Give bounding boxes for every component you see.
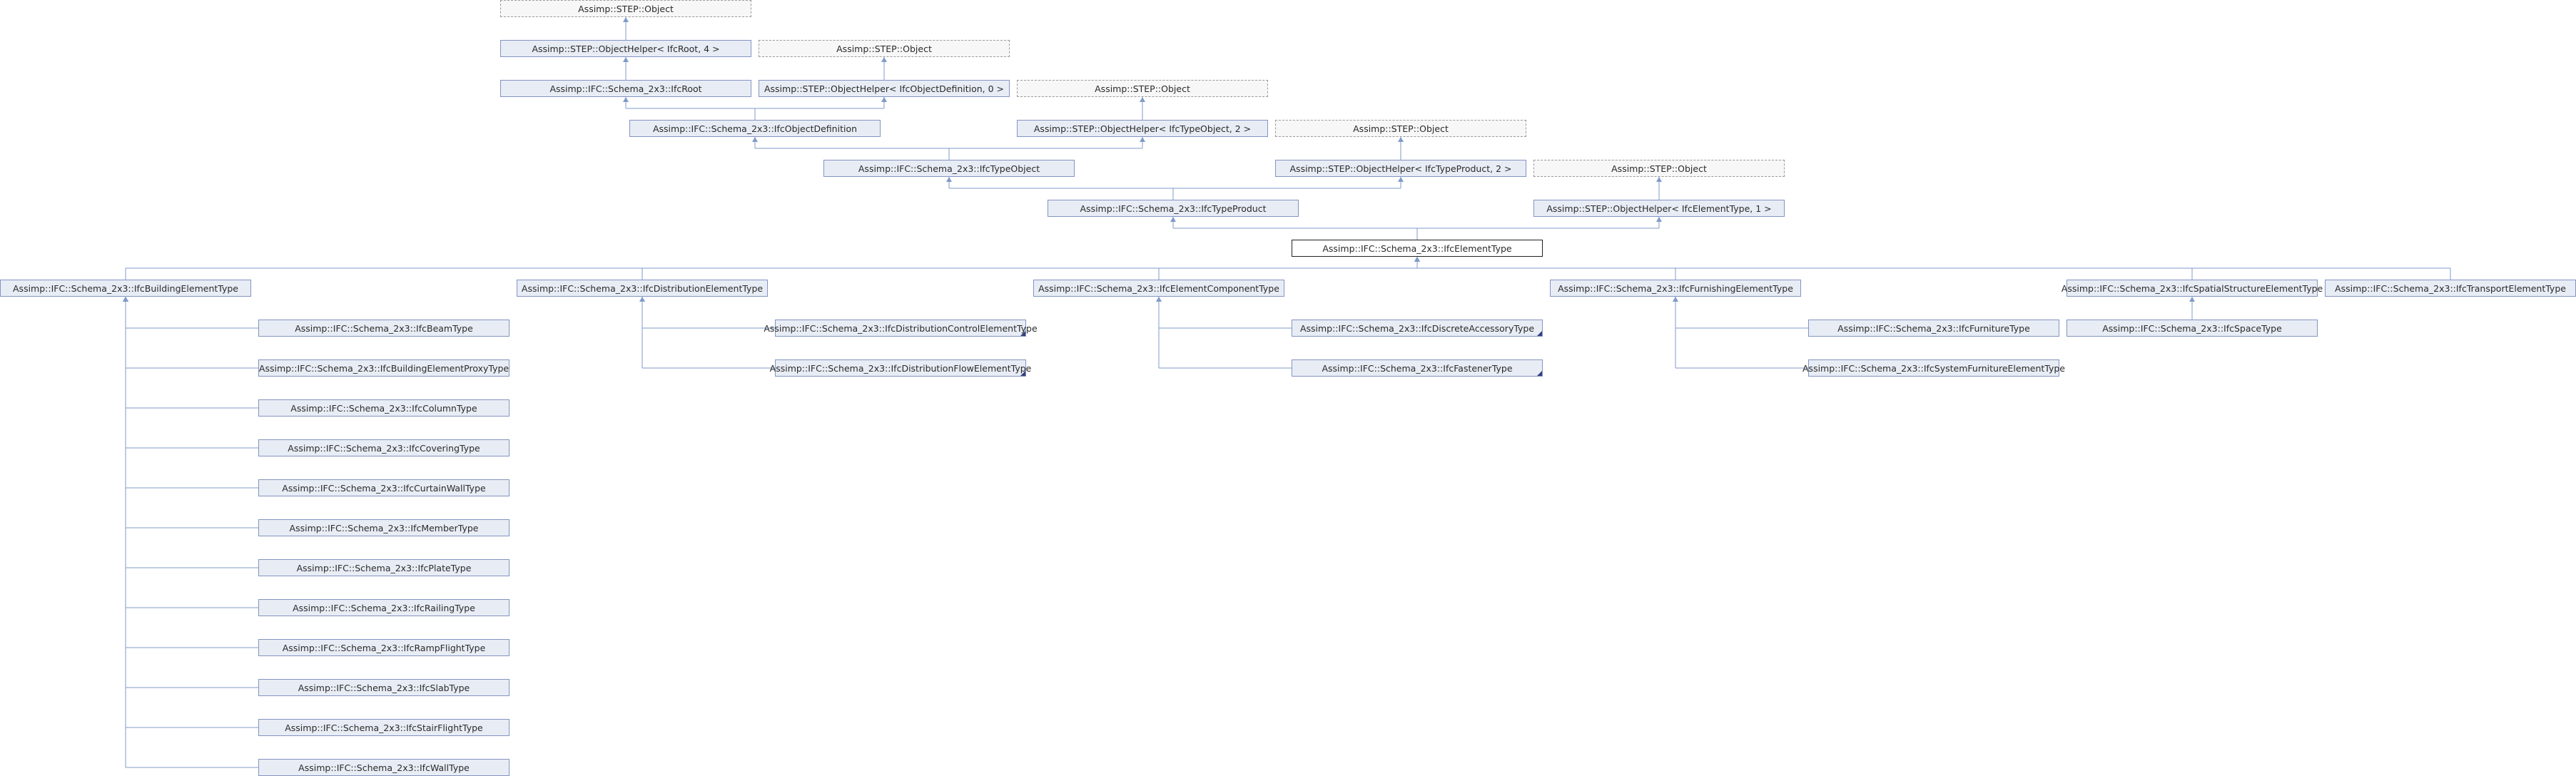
class-node-ifctypeprod[interactable]: Assimp::IFC::Schema_2x3::IfcTypeProduct (1048, 200, 1299, 217)
edge-helper_root-obj1-arrow (623, 17, 629, 22)
edge-distflow-dist-arrow (639, 297, 645, 302)
class-node-distflow[interactable]: Assimp::IFC::Schema_2x3::IfcDistribution… (770, 359, 1031, 377)
edge-ifctypeprod-ifctypeobj-arrow (946, 177, 952, 182)
edge-helper_elemtype-obj5-arrow (1656, 177, 1662, 182)
edge-ifcroot-helper_root-arrow (623, 57, 629, 62)
class-node-sysfurn[interactable]: Assimp::IFC::Schema_2x3::IfcSystemFurnit… (1802, 359, 2065, 377)
class-node-stair[interactable]: Assimp::IFC::Schema_2x3::IfcStairFlightT… (258, 719, 509, 736)
edge-space-spat-arrow (2189, 297, 2195, 302)
class-node-wall[interactable]: Assimp::IFC::Schema_2x3::IfcWallType (258, 759, 509, 776)
class-node-helper_root[interactable]: Assimp::STEP::ObjectHelper< IfcRoot, 4 > (500, 40, 751, 57)
class-node-discrete[interactable]: Assimp::IFC::Schema_2x3::IfcDiscreteAcce… (1292, 320, 1543, 337)
class-node-dist[interactable]: Assimp::IFC::Schema_2x3::IfcDistribution… (517, 280, 768, 297)
edge-helper_typeobj-obj3-arrow (1140, 97, 1145, 102)
class-node-curtain[interactable]: Assimp::IFC::Schema_2x3::IfcCurtainWallT… (258, 479, 509, 496)
edge-wall-bldg-arrow (123, 297, 128, 302)
class-node-helper_objdef[interactable]: Assimp::STEP::ObjectHelper< IfcObjectDef… (759, 80, 1010, 97)
class-node-obj2[interactable]: Assimp::STEP::Object (759, 40, 1010, 57)
class-node-obj4[interactable]: Assimp::STEP::Object (1275, 120, 1526, 137)
edge-trans-ifcelemtype-arrow (1414, 257, 1420, 262)
edge-helper_objdef-obj2-arrow (881, 57, 887, 62)
class-node-bldg[interactable]: Assimp::IFC::Schema_2x3::IfcBuildingElem… (0, 280, 251, 297)
edge-ifcobjdef-helper_objdef-arrow (881, 97, 887, 102)
class-node-comp[interactable]: Assimp::IFC::Schema_2x3::IfcElementCompo… (1033, 280, 1284, 297)
edge-sysfurn-furn-arrow (1673, 297, 1678, 302)
class-node-proxy[interactable]: Assimp::IFC::Schema_2x3::IfcBuildingElem… (258, 359, 509, 377)
class-node-ifcelemtype[interactable]: Assimp::IFC::Schema_2x3::IfcElementType (1292, 240, 1543, 257)
class-node-covering[interactable]: Assimp::IFC::Schema_2x3::IfcCoveringType (258, 439, 509, 456)
edge-ifctypeprod-helper_typeprod-arrow (1398, 177, 1404, 182)
class-node-ramp[interactable]: Assimp::IFC::Schema_2x3::IfcRampFlightTy… (258, 639, 509, 656)
class-node-spat[interactable]: Assimp::IFC::Schema_2x3::IfcSpatialStruc… (2062, 280, 2323, 297)
class-node-obj3[interactable]: Assimp::STEP::Object (1017, 80, 1268, 97)
class-node-ifctypeobj[interactable]: Assimp::IFC::Schema_2x3::IfcTypeObject (823, 160, 1075, 177)
class-node-helper_typeprod[interactable]: Assimp::STEP::ObjectHelper< IfcTypeProdu… (1275, 160, 1526, 177)
class-node-plate[interactable]: Assimp::IFC::Schema_2x3::IfcPlateType (258, 559, 509, 576)
class-node-column[interactable]: Assimp::IFC::Schema_2x3::IfcColumnType (258, 399, 509, 417)
edge-ifcobjdef-ifcroot-arrow (623, 97, 629, 102)
class-node-helper_elemtype[interactable]: Assimp::STEP::ObjectHelper< IfcElementTy… (1533, 200, 1785, 217)
class-node-beam[interactable]: Assimp::IFC::Schema_2x3::IfcBeamType (258, 320, 509, 337)
class-node-member[interactable]: Assimp::IFC::Schema_2x3::IfcMemberType (258, 519, 509, 536)
edge-ifcelemtype-ifctypeprod-arrow (1170, 217, 1176, 222)
class-node-distctrl[interactable]: Assimp::IFC::Schema_2x3::IfcDistribution… (764, 320, 1038, 337)
class-node-helper_typeobj[interactable]: Assimp::STEP::ObjectHelper< IfcTypeObjec… (1017, 120, 1268, 137)
class-node-railing[interactable]: Assimp::IFC::Schema_2x3::IfcRailingType (258, 599, 509, 616)
edge-fastener-comp-arrow (1156, 297, 1162, 302)
edge-ifcelemtype-helper_elemtype-arrow (1656, 217, 1662, 222)
class-node-ifcobjdef[interactable]: Assimp::IFC::Schema_2x3::IfcObjectDefini… (629, 120, 881, 137)
class-node-obj1[interactable]: Assimp::STEP::Object (500, 0, 751, 17)
edge-helper_typeprod-obj4-arrow (1398, 137, 1404, 142)
class-node-ifcroot[interactable]: Assimp::IFC::Schema_2x3::IfcRoot (500, 80, 751, 97)
class-node-furn[interactable]: Assimp::IFC::Schema_2x3::IfcFurnishingEl… (1550, 280, 1801, 297)
class-node-fastener[interactable]: Assimp::IFC::Schema_2x3::IfcFastenerType (1292, 359, 1543, 377)
edge-ifctypeobj-helper_typeobj-arrow (1140, 137, 1145, 142)
edge-ifctypeobj-ifcobjdef-arrow (752, 137, 758, 142)
class-node-furniture[interactable]: Assimp::IFC::Schema_2x3::IfcFurnitureTyp… (1808, 320, 2059, 337)
class-node-trans[interactable]: Assimp::IFC::Schema_2x3::IfcTransportEle… (2325, 280, 2576, 297)
class-node-space[interactable]: Assimp::IFC::Schema_2x3::IfcSpaceType (2067, 320, 2318, 337)
class-node-obj5[interactable]: Assimp::STEP::Object (1533, 160, 1785, 177)
class-node-slab[interactable]: Assimp::IFC::Schema_2x3::IfcSlabType (258, 679, 509, 696)
